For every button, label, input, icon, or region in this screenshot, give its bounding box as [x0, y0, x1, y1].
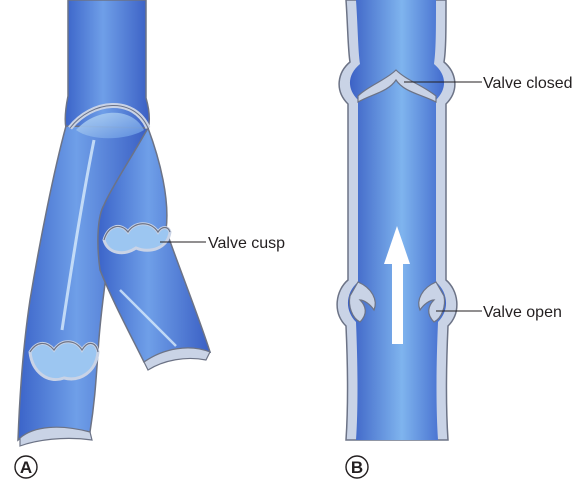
valve-cusp-a-upper	[104, 224, 170, 253]
valve-open-label: Valve open	[483, 304, 562, 321]
vein-b-lumen	[348, 0, 446, 440]
valve-cusp-label: Valve cusp	[208, 235, 285, 252]
panel-a-letter: A	[20, 458, 32, 477]
panel-b-letter: B	[351, 458, 363, 477]
valve-cusp-a-lower	[30, 342, 98, 380]
panel-b: Valve closed Valve open B	[337, 0, 572, 478]
panel-letter-a: A	[15, 456, 37, 478]
valve-closed-label: Valve closed	[483, 75, 573, 92]
panel-a: Valve cusp A	[15, 0, 285, 478]
panel-letter-b: B	[346, 456, 368, 478]
